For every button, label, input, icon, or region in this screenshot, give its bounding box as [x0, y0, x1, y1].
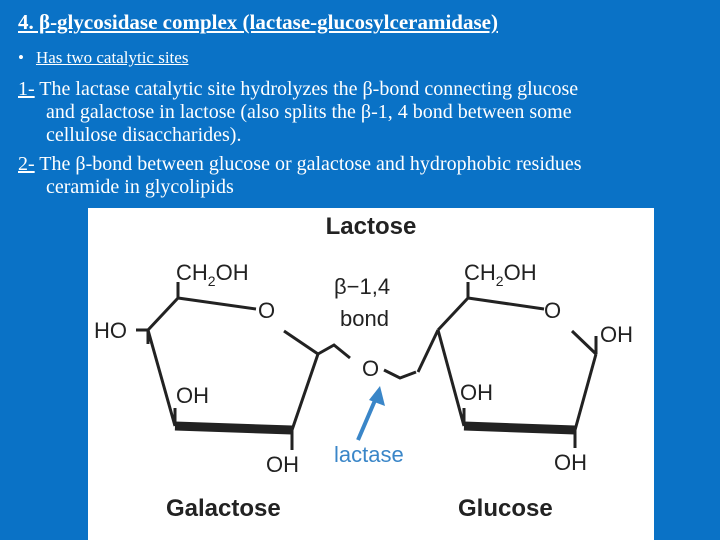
glucose-label: Glucose: [458, 495, 553, 522]
point-1-number: 1-: [18, 78, 35, 100]
figure-heading: Lactose: [326, 213, 417, 240]
bullet-dot: •: [18, 48, 24, 67]
glucose-right-oh: OH: [600, 322, 633, 347]
glycosidic-oxygen: O: [362, 356, 379, 381]
point-1-line-2: and galactose in lactose (also splits th…: [46, 101, 572, 123]
lactase-label: lactase: [334, 442, 404, 467]
bond-label-line-1: β−1,4: [334, 274, 390, 299]
point-1-line-3: cellulose disaccharides).: [46, 124, 242, 146]
bullet-item: • Has two catalytic sites: [18, 48, 188, 68]
bullet-text: Has two catalytic sites: [35, 48, 189, 67]
glucose-bottom-oh: OH: [554, 450, 587, 475]
glucose-ring: [436, 296, 598, 435]
galactose-ho-label: HO: [94, 318, 127, 343]
galactose-substituents: [136, 282, 351, 450]
slide-title: 4. β-glycosidase complex (lactase-glucos…: [18, 10, 498, 34]
glucose-ch2oh: CH2OH: [464, 260, 537, 289]
point-1-line-1: The lactase catalytic site hydrolyzes th…: [34, 78, 579, 100]
point-2-line-1: The β-bond between glucose or galactose …: [34, 153, 582, 175]
glucose-substituents: [416, 282, 598, 448]
point-2-line-2: ceramide in glycolipids: [46, 176, 234, 198]
glycosidic-bond-right: [383, 368, 417, 380]
galactose-ring: [146, 296, 320, 435]
galactose-ring-oxygen: O: [258, 298, 275, 323]
galactose-bottom-oh: OH: [266, 452, 299, 477]
galactose-ch2oh: CH2OH: [176, 260, 249, 289]
bond-label-line-2: bond: [340, 306, 389, 331]
lactose-diagram: Lactose CH2OH O HO OH OH Galactose β−1,4…: [94, 213, 633, 522]
point-2: 2- The β-bond between glucose or galacto…: [18, 153, 708, 199]
galactose-ring-oh: OH: [176, 383, 209, 408]
lactose-structure-figure: Lactose CH2OH O HO OH OH Galactose β−1,4…: [88, 208, 654, 540]
lactase-arrow: [356, 386, 385, 441]
glucose-ring-oh: OH: [460, 380, 493, 405]
glucose-ring-oxygen: O: [544, 298, 561, 323]
point-1: 1- The lactase catalytic site hydrolyzes…: [18, 78, 708, 147]
point-2-number: 2-: [18, 153, 35, 175]
galactose-label: Galactose: [166, 495, 281, 522]
